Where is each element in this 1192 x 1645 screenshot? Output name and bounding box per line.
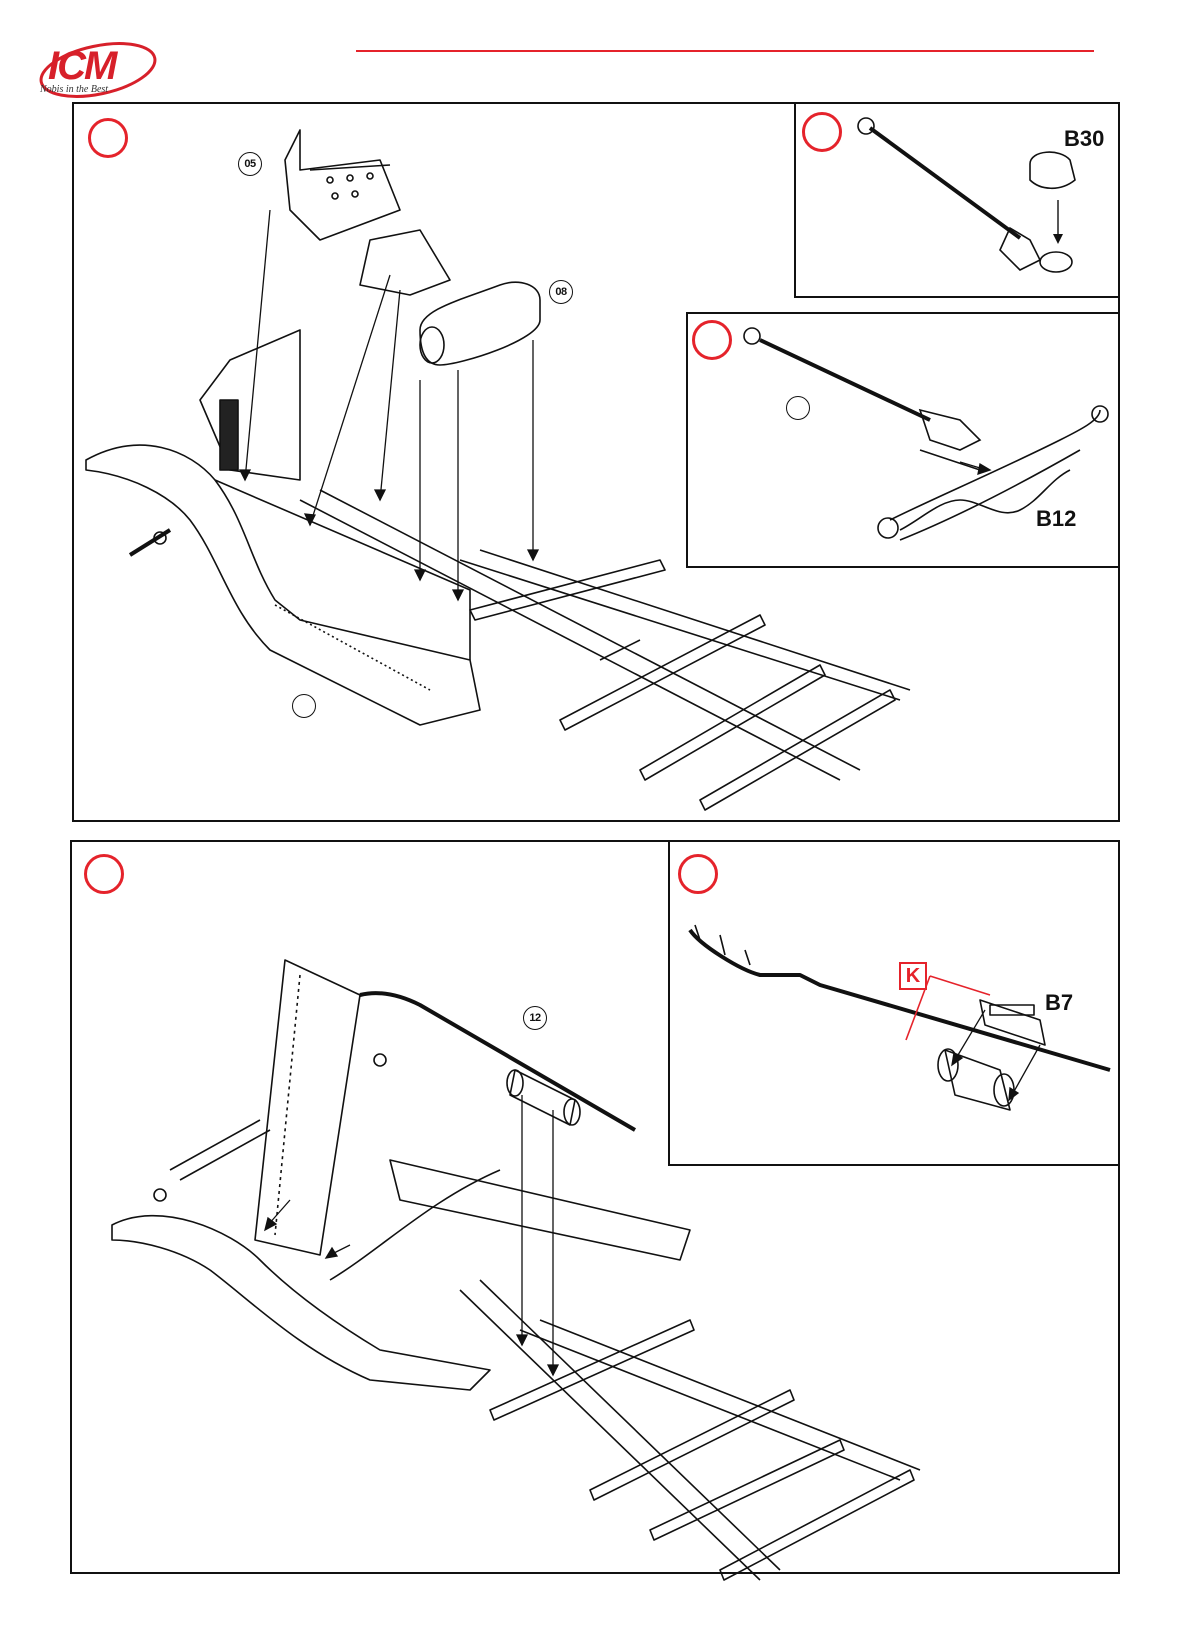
part-label-b7: B7 — [1045, 990, 1073, 1016]
paint-code-box: K — [899, 962, 927, 990]
